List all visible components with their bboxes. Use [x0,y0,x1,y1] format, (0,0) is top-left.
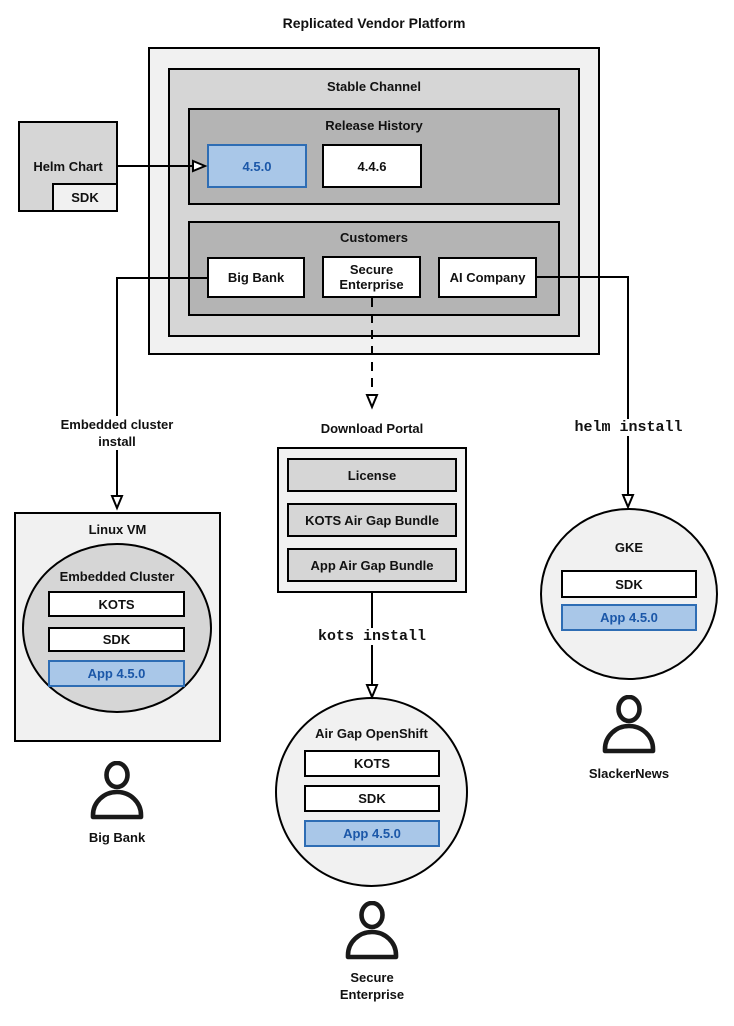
embedded-cluster-install-label: Embedded cluster install [55,416,179,450]
gke-app-box: App 4.5.0 [561,604,697,631]
portal-item-kots-airgap-bundle: KOTS Air Gap Bundle [287,503,457,537]
diagram-title: Replicated Vendor Platform [282,15,466,31]
openshift-sdk-box: SDK [304,785,440,812]
embedded-cluster-kots-box: KOTS [48,591,185,617]
release-history-label: Release History [325,118,423,133]
user-big-bank-label: Big Bank [88,830,146,845]
person-icon [345,901,399,960]
openshift-kots-box: KOTS [304,750,440,777]
customers-label: Customers [340,230,408,245]
embedded-cluster-label: Embedded Cluster [59,569,175,584]
portal-item-license: License [287,458,457,492]
linux-vm-label: Linux VM [88,522,147,537]
kots-install-label: kots install [302,628,442,645]
person-icon [602,695,656,754]
release-4-4-6-box: 4.4.6 [322,144,422,188]
download-portal-label: Download Portal [320,421,424,436]
arrow-kots-install [365,593,379,700]
helm-chart-sdk-box: SDK [52,183,118,212]
helm-chart-label: Helm Chart [33,159,103,174]
person-icon [90,761,144,820]
helm-install-label: helm install [558,419,699,436]
helm-chart-box: Helm Chart SDK [18,121,118,212]
gke-label: GKE [614,540,644,555]
release-4-5-0-box: 4.5.0 [207,144,307,188]
air-gap-openshift-label: Air Gap OpenShift [315,726,428,741]
stable-channel-label: Stable Channel [327,79,421,94]
embedded-cluster-app-box: App 4.5.0 [48,660,185,687]
user-secure-enterprise-label: Secure Enterprise [339,970,405,1002]
customer-big-bank-box: Big Bank [207,257,305,298]
customer-secure-enterprise-box: Secure Enterprise [322,256,421,298]
portal-item-app-airgap-bundle: App Air Gap Bundle [287,548,457,582]
embedded-cluster-sdk-box: SDK [48,627,185,652]
gke-sdk-box: SDK [561,570,697,598]
user-slackernews-label: SlackerNews [588,766,670,781]
customer-ai-company-box: AI Company [438,257,537,298]
openshift-app-box: App 4.5.0 [304,820,440,847]
